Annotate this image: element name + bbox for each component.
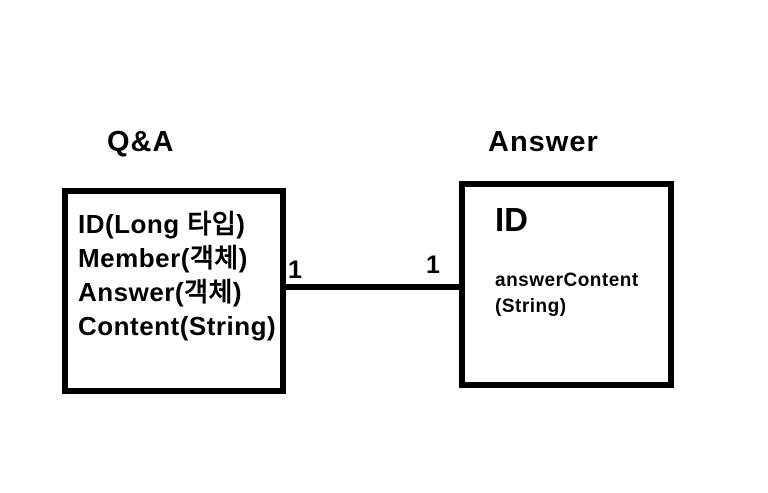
answer-attribute-id: ID — [495, 201, 528, 238]
qna-entity-box: ID(Long 타입) Member(객체) Answer(객체) Conten… — [62, 188, 286, 394]
left-cardinality-label: 1 — [288, 256, 302, 284]
qna-attribute-id: ID(Long 타입) — [78, 209, 246, 239]
answer-entity-box: ID answerContent (String) — [459, 181, 674, 388]
answer-attribute-content: answerContent — [495, 270, 639, 291]
relationship-line — [286, 284, 459, 290]
qna-attribute-member: Member(객체) — [78, 243, 248, 273]
qna-attribute-content: Content(String) — [78, 311, 277, 341]
qna-entity-title: Q&A — [107, 126, 175, 158]
qna-attribute-answer: Answer(객체) — [78, 277, 243, 307]
answer-attribute-content-type: (String) — [495, 296, 567, 317]
answer-entity-title: Answer — [488, 126, 599, 158]
right-cardinality-label: 1 — [426, 251, 440, 279]
